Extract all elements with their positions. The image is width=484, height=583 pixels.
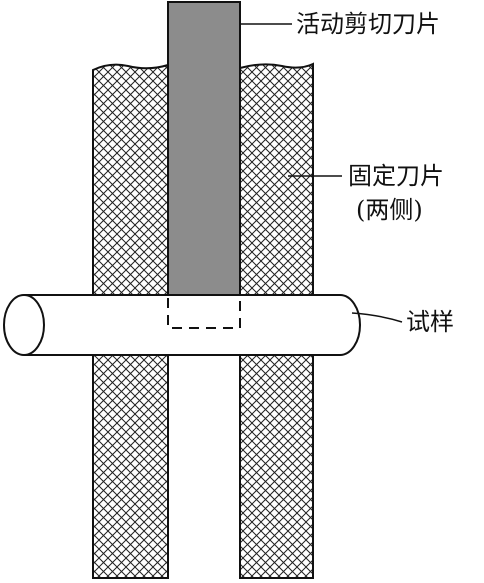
label-fixed-blade: 固定刀片 (348, 162, 444, 190)
leader-line-specimen (351, 312, 403, 323)
label-specimen: 试样 (406, 308, 454, 336)
moving-blade (167, 1, 241, 299)
specimen-end-face (3, 294, 45, 356)
specimen-rod (3, 294, 361, 356)
label-fixed-blade-note: (两侧) (356, 196, 423, 224)
label-moving-blade: 活动剪切刀片 (296, 10, 440, 38)
